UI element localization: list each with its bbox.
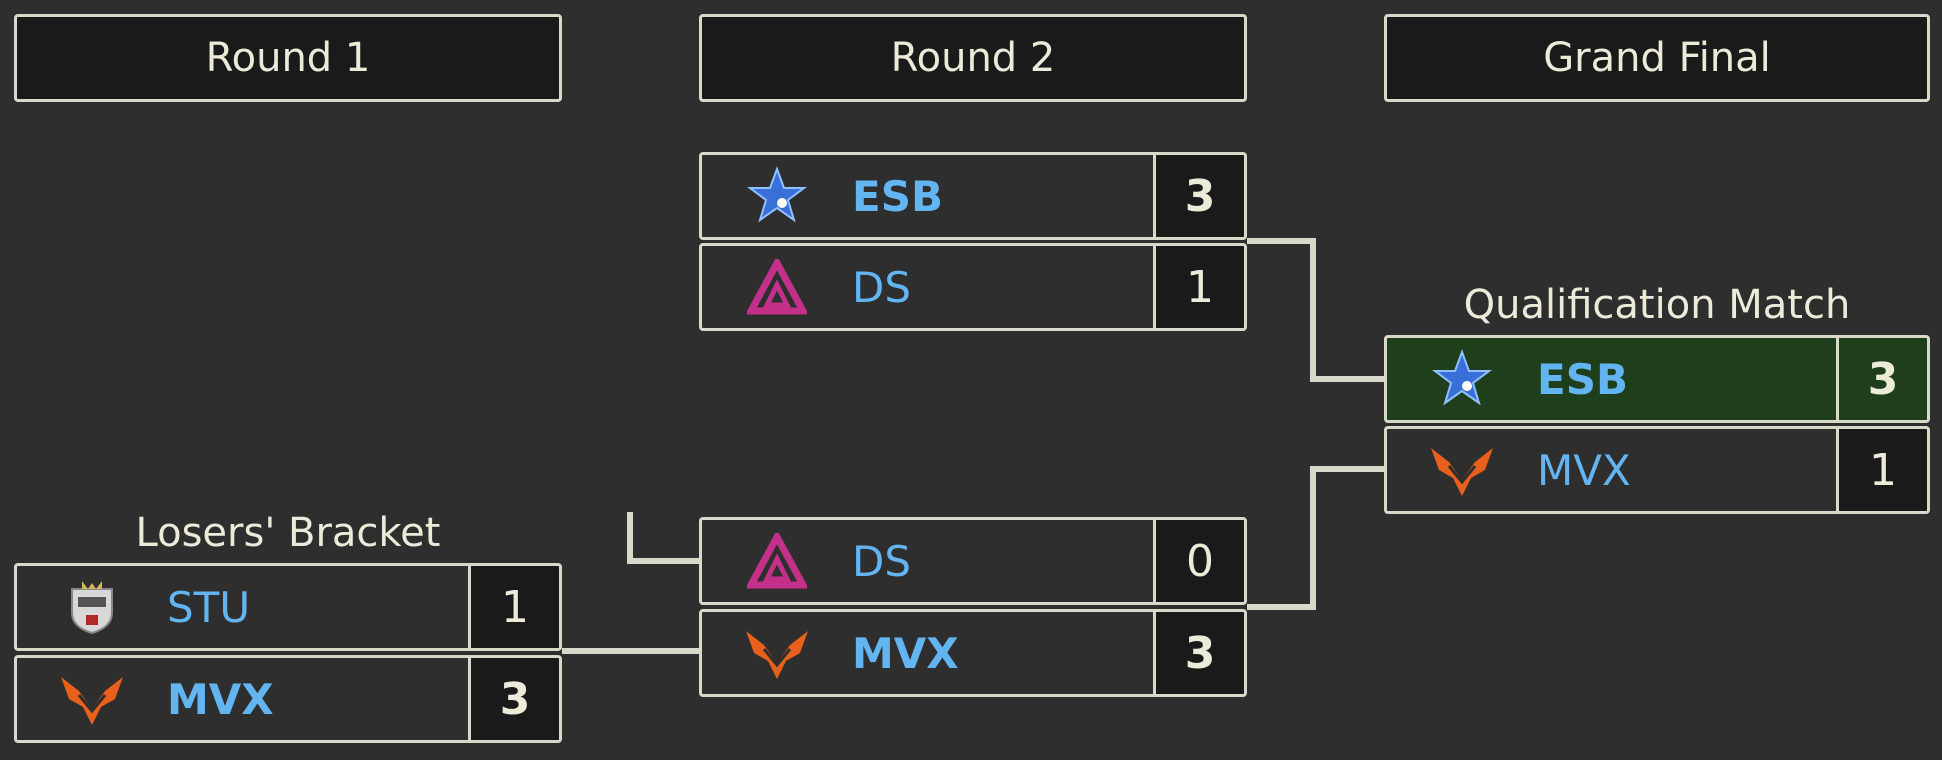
connector-r2-upper-to-final	[1247, 238, 1384, 382]
team-score: 0	[1153, 520, 1244, 602]
round-1-title: Round 1	[205, 35, 371, 81]
grand-final-title: Grand Final	[1543, 35, 1771, 81]
team-name: STU	[167, 582, 251, 632]
round-2-header: Round 2	[699, 14, 1247, 102]
stu-crest-icon	[17, 566, 167, 648]
team-score: 1	[468, 566, 559, 648]
team-name: DS	[852, 536, 912, 586]
team-name: ESB	[852, 171, 943, 221]
esb-star-icon	[702, 155, 852, 237]
mvx-wings-icon	[1387, 429, 1537, 511]
team-name: DS	[852, 262, 912, 312]
match-r2-lower-team2[interactable]: MVX 3	[699, 609, 1247, 697]
match-losers-team2[interactable]: MVX 3	[14, 655, 562, 743]
team-score: 1	[1836, 429, 1927, 511]
match-final-team1[interactable]: ESB 3	[1384, 335, 1930, 423]
grand-final-header: Grand Final	[1384, 14, 1930, 102]
losers-bracket-label: Losers' Bracket	[135, 510, 441, 556]
ds-triangle-icon	[702, 520, 852, 602]
team-score: 1	[1153, 246, 1244, 328]
mvx-wings-icon	[17, 658, 167, 740]
match-final-team2[interactable]: MVX 1	[1384, 426, 1930, 514]
connector-r2-lower-to-final	[1247, 466, 1384, 610]
team-score: 3	[468, 658, 559, 740]
team-name: MVX	[167, 674, 274, 724]
team-score: 3	[1836, 338, 1927, 420]
team-name: MVX	[1537, 445, 1631, 495]
match-r2-upper-team2[interactable]: DS 1	[699, 243, 1247, 331]
round-1-header: Round 1	[14, 14, 562, 102]
team-score: 3	[1153, 155, 1244, 237]
mvx-wings-icon	[702, 612, 852, 694]
qualification-match-label: Qualification Match	[1463, 282, 1851, 328]
team-name: ESB	[1537, 354, 1628, 404]
round-2-title: Round 2	[890, 35, 1056, 81]
team-score: 3	[1153, 612, 1244, 694]
match-losers-team1[interactable]: STU 1	[14, 563, 562, 651]
connector-r2-lower-feed	[627, 512, 699, 564]
match-r2-lower-team1[interactable]: DS 0	[699, 517, 1247, 605]
ds-triangle-icon	[702, 246, 852, 328]
team-name: MVX	[852, 628, 959, 678]
esb-star-icon	[1387, 338, 1537, 420]
match-r2-upper-team1[interactable]: ESB 3	[699, 152, 1247, 240]
